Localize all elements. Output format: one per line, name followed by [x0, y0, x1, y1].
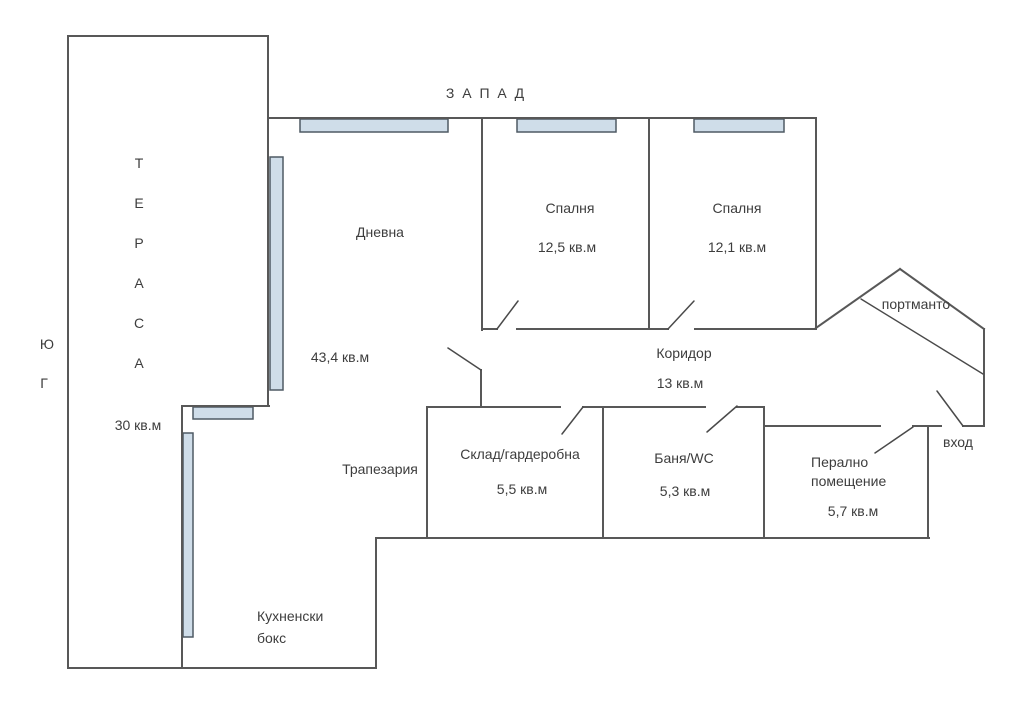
room-name-laundry: помещение — [811, 473, 886, 489]
room-area-living: 43,4 кв.м — [311, 349, 369, 365]
window — [693, 118, 785, 133]
compass-west-label: З А П А Д — [446, 85, 526, 101]
door-leaf — [561, 406, 584, 435]
terrace-letter: Р — [134, 235, 143, 251]
wall-line — [814, 267, 902, 330]
room-name-portmanteau: портманто — [882, 296, 951, 312]
room-area-laundry: 5,7 кв.м — [828, 503, 878, 519]
wall-line — [898, 267, 986, 331]
room-area-bedroom-2: 12,1 кв.м — [708, 239, 766, 255]
door-leaf — [447, 347, 482, 371]
room-area-storage: 5,5 кв.м — [497, 481, 547, 497]
room-name-kitchen: бокс — [257, 630, 286, 646]
room-name-living: Дневна — [356, 224, 404, 240]
door-leaf — [667, 300, 695, 330]
room-name-entrance: вход — [943, 434, 973, 450]
windows — [182, 118, 785, 638]
room-area-bathroom: 5,3 кв.м — [660, 483, 710, 499]
room-name-storage: Склад/гардеробна — [460, 446, 580, 462]
door-leaf — [936, 390, 964, 427]
window — [182, 432, 194, 638]
compass-south-letter: Г — [40, 375, 48, 391]
door-leaf — [496, 300, 519, 330]
closet-line — [860, 298, 984, 375]
room-name-laundry: Перално — [811, 454, 868, 470]
terrace-letter: А — [134, 355, 144, 371]
walls — [67, 35, 986, 669]
terrace-letter: С — [134, 315, 144, 331]
compass-south-letter: Ю — [40, 336, 54, 352]
window — [299, 118, 449, 133]
doors — [447, 298, 984, 454]
room-name-bedroom-1: Спалня — [546, 200, 595, 216]
room-name-bathroom: Баня/WC — [654, 450, 714, 466]
room-area-bedroom-1: 12,5 кв.м — [538, 239, 596, 255]
room-name-corridor: Коридор — [656, 345, 712, 361]
window — [516, 118, 617, 133]
window — [192, 406, 254, 420]
room-name-kitchen: Кухненски — [257, 608, 323, 624]
room-area-corridor: 13 кв.м — [657, 375, 704, 391]
room-name-bedroom-2: Спалня — [713, 200, 762, 216]
terrace-letter: Т — [135, 155, 144, 171]
window — [269, 156, 284, 391]
room-name-dining: Трапезария — [342, 461, 418, 477]
door-leaf — [706, 405, 738, 433]
door-leaf — [874, 426, 914, 454]
terrace-letter: Е — [134, 195, 143, 211]
terrace-area-label: 30 кв.м — [115, 417, 162, 433]
terrace-letter: А — [134, 275, 144, 291]
